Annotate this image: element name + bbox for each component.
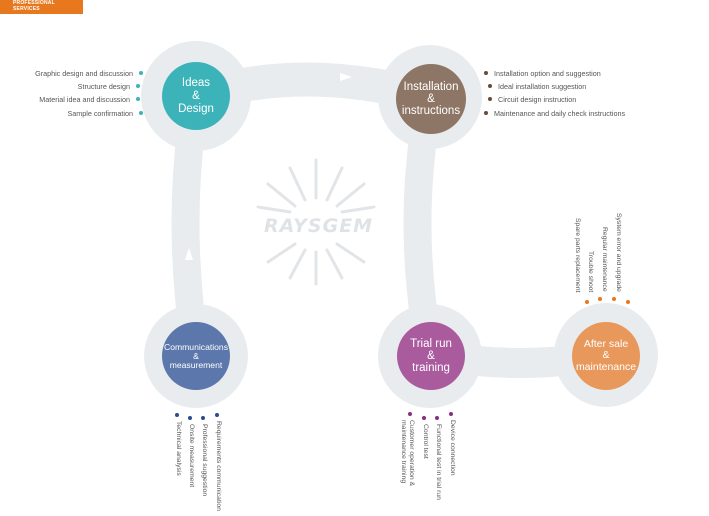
trial-item: Control test	[422, 424, 429, 459]
installation-bullet-icon	[484, 71, 488, 75]
ideas-bullet-icon	[136, 84, 140, 88]
communications-item: Requirements communication	[215, 421, 222, 511]
installation-bullet-icon	[488, 84, 492, 88]
communications-bullet-icon	[175, 413, 179, 417]
installation-item: Circuit design instruction	[498, 95, 577, 104]
communications-item: Professional suggestion	[201, 424, 208, 497]
communications-bullet-icon	[215, 413, 219, 417]
trial-bullet-icon	[449, 412, 453, 416]
communications-item: Technical analysis	[175, 421, 182, 476]
section-tag-line2: SERVICES	[13, 5, 40, 12]
communications-bullet-icon	[188, 416, 192, 420]
trial-bullet-icon	[435, 416, 439, 420]
aftersale-bullet-icon	[598, 297, 602, 301]
installation-label: Installation & instructions	[401, 81, 461, 117]
ideas-item: Structure design	[77, 82, 130, 91]
trial-item: Device connection	[449, 420, 456, 476]
ideas-item: Material idea and discussion	[39, 95, 130, 104]
aftersale-item: System error and upgrade	[615, 213, 622, 292]
trial-item: Functional test in trial run	[435, 424, 442, 500]
trial-bullet-icon	[408, 412, 412, 416]
aftersale-item: Regular maintenance	[601, 227, 608, 292]
after-sale-label: After sale & maintenance	[575, 337, 637, 373]
arrow-icon	[185, 248, 193, 260]
section-tag: PROFESSIONAL SERVICES	[0, 0, 83, 14]
aftersale-item: Trouble shoot	[587, 251, 594, 293]
arrow-icon	[340, 73, 352, 81]
logo-text: RAYSGEM	[264, 215, 374, 237]
aftersale-bullet-icon	[612, 297, 616, 301]
communications-label: Communications & measurement	[164, 341, 228, 370]
ideas-design-label: Ideas & Design	[178, 76, 214, 115]
communications-node: Communications & measurement	[162, 322, 230, 390]
installation-item: Maintenance and daily check instructions	[494, 109, 626, 118]
communications-bullet-icon	[201, 416, 205, 420]
ideas-item: Graphic design and discussion	[35, 69, 133, 78]
section-tag-line1: PROFESSIONAL	[13, 0, 55, 6]
logo-burst-icon	[256, 158, 376, 286]
aftersale-bullet-icon	[585, 300, 589, 304]
aftersale-item: Spare parts replacement	[574, 218, 581, 293]
communications-item: Onsite measurement	[188, 424, 195, 488]
ideas-bullet-icon	[139, 111, 143, 115]
ideas-item: Sample confirmation	[67, 109, 133, 118]
installation-item: Installation option and suggestion	[494, 69, 601, 78]
ideas-bullet-icon	[139, 71, 143, 75]
ideas-bullet-icon	[136, 97, 140, 101]
ideas-design-node: Ideas & Design	[162, 62, 230, 130]
trial-run-label: Trial run & training	[410, 338, 452, 374]
installation-bullet-icon	[488, 97, 492, 101]
installation-node: Installation & instructions	[396, 64, 466, 134]
trial-run-node: Trial run & training	[397, 322, 465, 390]
aftersale-bullet-icon	[626, 300, 630, 304]
arrow-icon	[455, 230, 463, 242]
installation-bullet-icon	[484, 111, 488, 115]
trial-item: Customer operation & maintenance trainin…	[400, 420, 415, 487]
installation-item: Ideal installation suggestion	[498, 82, 587, 91]
after-sale-node: After sale & maintenance	[572, 322, 640, 390]
trial-bullet-icon	[422, 416, 426, 420]
